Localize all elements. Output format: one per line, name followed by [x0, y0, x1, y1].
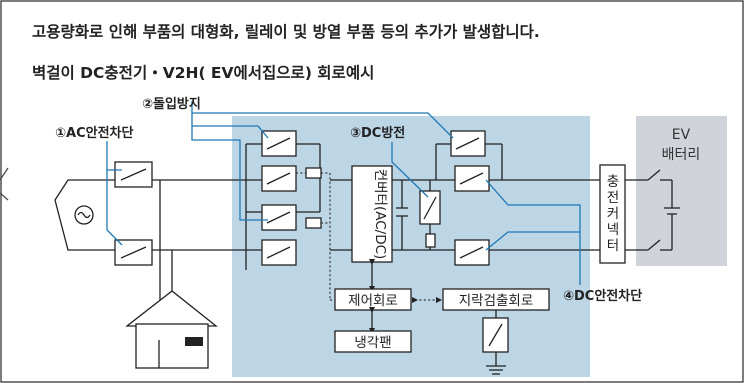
inrush-switch-bottom — [261, 204, 330, 231]
dc-breaker-top — [454, 165, 490, 192]
label-dc-discharge: ③DC방전 — [350, 125, 405, 141]
ev-battery-area — [636, 116, 727, 266]
inrush-switch-top — [261, 130, 297, 157]
connector-label: 충 전 커 넥 터 — [607, 174, 619, 254]
heading-line-1: 고용량화로 인해 부품의 대형화, 릴레이 및 방열 부품 등의 추가가 발생합… — [32, 22, 540, 41]
dc-precharge-switch — [450, 130, 486, 157]
cooling-fan-box — [334, 330, 412, 353]
ac-breaker-top — [114, 161, 153, 188]
ac-source — [74, 205, 94, 225]
ev-battery-label-2: 배터리 — [662, 147, 701, 163]
ev-battery-label-1: EV — [672, 127, 691, 143]
dc-precharge-wiring — [435, 143, 600, 251]
ground-fault-label: 지락검출회로 — [459, 293, 534, 309]
converter-label: 컨버터(AC/DC) — [372, 169, 388, 260]
charge-connector — [599, 164, 626, 264]
label-ac-breaker: ①AC안전차단 — [55, 125, 133, 141]
control-circuit-label: 제어회로 — [348, 293, 398, 309]
frame-tick-bottom — [0, 192, 9, 201]
dc-bus-wiring — [392, 179, 455, 251]
svg-text:충: 충 — [607, 174, 619, 190]
svg-text:전: 전 — [607, 190, 619, 206]
ev-battery-circuit — [625, 169, 680, 251]
leader-inrush — [191, 101, 454, 221]
heading-line-2: 벽걸이 DC충전기・V2H( EV에서집으로) 회로예시 — [32, 63, 374, 82]
relay-switch-top — [261, 165, 330, 192]
leader-ac-breaker — [106, 141, 123, 246]
svg-text:터: 터 — [607, 238, 619, 254]
relay-switch-bottom — [261, 239, 297, 266]
ground-fault-sensor — [482, 310, 509, 366]
leader-dc-breaker — [485, 179, 581, 285]
svg-text:넥: 넥 — [607, 222, 619, 238]
frame-tick-top — [0, 167, 9, 181]
cooling-fan-label: 냉각팬 — [354, 335, 391, 351]
dc-discharge-switch — [419, 190, 441, 248]
label-inrush-prevention: ②돌입방지 — [142, 96, 201, 112]
dc-breaker-bottom — [454, 239, 490, 266]
label-dc-breaker: ④DC안전차단 — [563, 288, 642, 304]
ground-icon — [486, 365, 506, 375]
house-icon — [125, 290, 218, 369]
leader-dc-discharge — [391, 142, 429, 198]
svg-text:커: 커 — [607, 206, 619, 222]
converter-block — [351, 165, 393, 263]
